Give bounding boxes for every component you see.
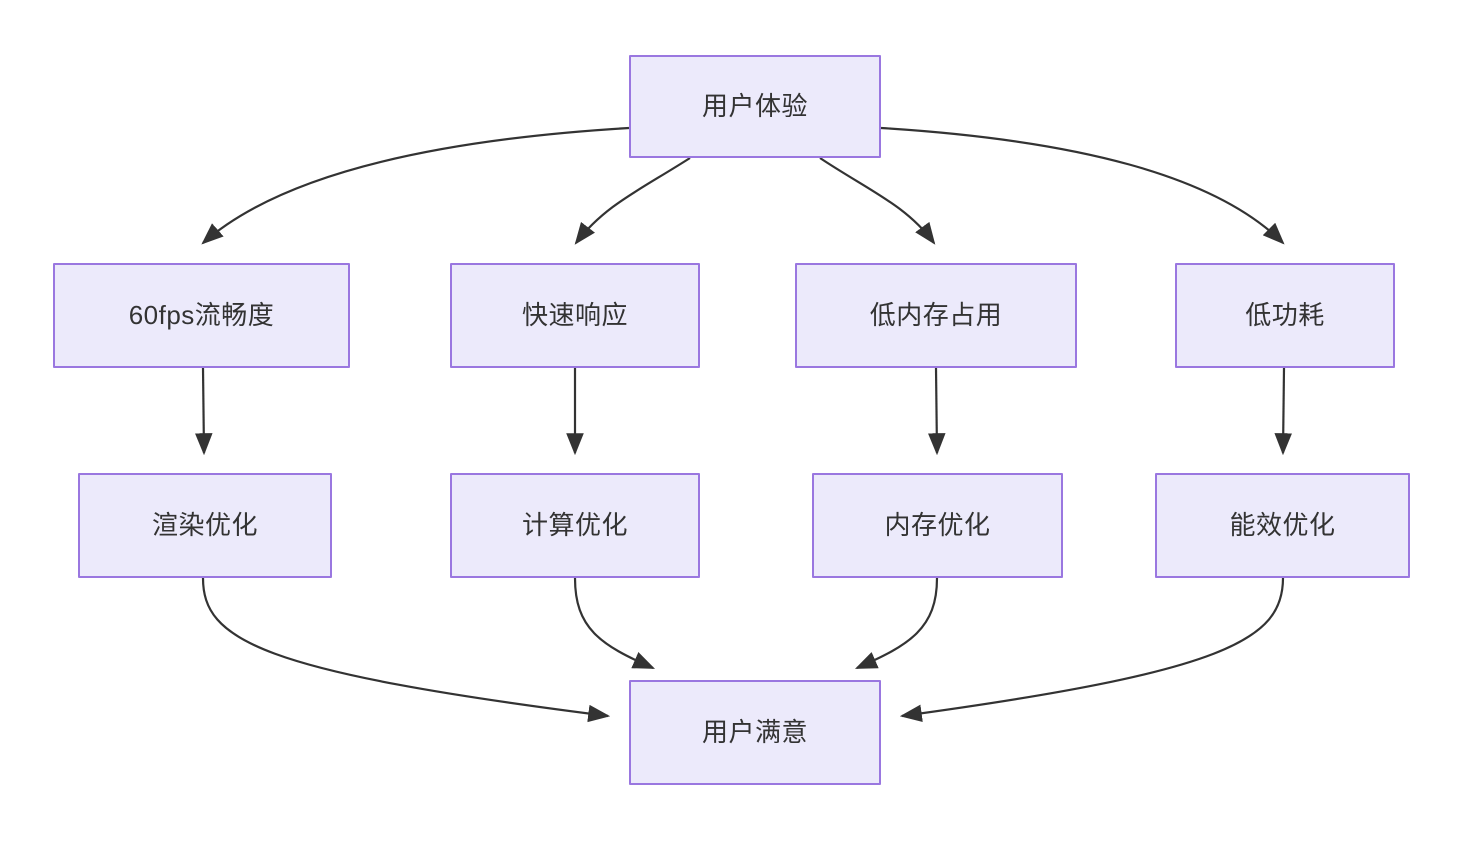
- node-label: 内存优化: [884, 510, 991, 541]
- edge-fps-to-render: [194, 367, 213, 456]
- node-energy-optimization[interactable]: 能效优化: [1155, 473, 1410, 578]
- edge-ux-to-power: [880, 126, 1285, 245]
- edge-memopt-to-satisfied: [854, 577, 939, 670]
- node-low-power[interactable]: 低功耗: [1175, 263, 1395, 368]
- node-user-satisfaction[interactable]: 用户满意: [629, 680, 881, 785]
- node-label: 用户满意: [701, 717, 808, 748]
- edge-compute-to-satisfied: [573, 577, 656, 670]
- node-label: 渲染优化: [151, 510, 258, 541]
- edge-energy-to-satisfied: [899, 577, 1285, 723]
- edge-ux-to-fps: [201, 126, 630, 245]
- edge-ux-to-response: [574, 157, 691, 245]
- node-fast-response[interactable]: 快速响应: [450, 263, 700, 368]
- node-label: 60fps流畅度: [128, 300, 275, 331]
- edge-power-to-energy: [1274, 367, 1293, 456]
- edge-ux-to-memory: [819, 157, 936, 245]
- node-user-experience[interactable]: 用户体验: [629, 55, 881, 158]
- node-label: 快速响应: [521, 300, 628, 331]
- node-60fps-smoothness[interactable]: 60fps流畅度: [53, 263, 350, 368]
- node-label: 能效优化: [1229, 510, 1336, 541]
- edge-memory-to-memopt: [927, 367, 946, 456]
- node-low-memory-usage[interactable]: 低内存占用: [795, 263, 1077, 368]
- node-label: 低内存占用: [869, 300, 1003, 331]
- node-label: 低功耗: [1245, 300, 1325, 331]
- node-label: 用户体验: [701, 91, 808, 122]
- node-memory-optimization[interactable]: 内存优化: [812, 473, 1063, 578]
- node-compute-optimization[interactable]: 计算优化: [450, 473, 700, 578]
- edge-render-to-satisfied: [201, 577, 611, 723]
- node-label: 计算优化: [521, 510, 628, 541]
- node-render-optimization[interactable]: 渲染优化: [78, 473, 332, 578]
